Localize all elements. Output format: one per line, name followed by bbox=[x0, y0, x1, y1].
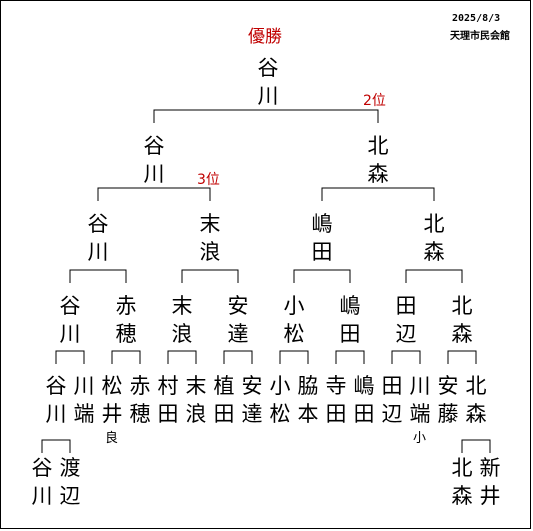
round1-player: 嶋田 bbox=[353, 374, 375, 426]
semifinal-player: 末浪 bbox=[199, 212, 221, 264]
qf-connector-1 bbox=[69, 269, 127, 283]
winner-label: 優勝 bbox=[248, 27, 282, 47]
round1-player: 北森 bbox=[465, 374, 487, 426]
round1-player: 川端 bbox=[73, 374, 95, 426]
preliminary-player: 渡辺 bbox=[59, 456, 81, 508]
round1-player: 村田 bbox=[157, 374, 179, 426]
preliminary-player: 北森 bbox=[451, 456, 473, 508]
r1-connector-1 bbox=[55, 350, 85, 364]
quarterfinal-player: 谷川 bbox=[59, 294, 81, 346]
semi-connector-left bbox=[97, 187, 211, 201]
quarterfinal-player: 安達 bbox=[227, 294, 249, 346]
quarterfinal-player: 嶋田 bbox=[339, 294, 361, 346]
round1-player: 安藤 bbox=[437, 374, 459, 426]
r1-connector-7 bbox=[391, 350, 421, 364]
r1-connector-5 bbox=[279, 350, 309, 364]
quarterfinal-player: 赤穂 bbox=[115, 294, 137, 346]
round1-note: 小 bbox=[413, 431, 427, 446]
final-player: 谷川 bbox=[143, 134, 165, 186]
third-place-label: 3位 bbox=[197, 172, 220, 188]
event-date: 2025/8/3 bbox=[452, 13, 501, 24]
quarterfinal-player: 北森 bbox=[451, 294, 473, 346]
r1-connector-4 bbox=[223, 350, 253, 364]
round1-player: 川端 bbox=[409, 374, 431, 426]
r1-connector-2 bbox=[111, 350, 141, 364]
round1-player: 脇本 bbox=[297, 374, 319, 426]
semifinal-player: 北森 bbox=[423, 212, 445, 264]
round1-player: 安達 bbox=[241, 374, 263, 426]
champion-name: 谷川 bbox=[257, 56, 279, 108]
r1-connector-3 bbox=[167, 350, 197, 364]
quarterfinal-player: 小松 bbox=[283, 294, 305, 346]
round1-player: 田辺 bbox=[381, 374, 403, 426]
round1-note: 良 bbox=[105, 431, 119, 446]
r1-connector-8 bbox=[447, 350, 477, 364]
semifinal-player: 谷川 bbox=[87, 212, 109, 264]
final-connector bbox=[153, 109, 379, 123]
preliminary-player: 谷川 bbox=[31, 456, 53, 508]
round1-player: 谷川 bbox=[45, 374, 67, 426]
round1-player: 末浪 bbox=[185, 374, 207, 426]
qf-connector-4 bbox=[405, 269, 463, 283]
round1-player: 赤穂 bbox=[129, 374, 151, 426]
semifinal-player: 嶋田 bbox=[311, 212, 333, 264]
event-venue: 天理市民会館 bbox=[450, 31, 510, 42]
round1-player: 寺田 bbox=[325, 374, 347, 426]
semi-connector-right bbox=[321, 187, 435, 201]
prelim-connector-right bbox=[461, 439, 491, 453]
qf-connector-3 bbox=[293, 269, 351, 283]
r1-connector-6 bbox=[335, 350, 365, 364]
second-place-label: 2位 bbox=[363, 93, 386, 109]
round1-player: 植田 bbox=[213, 374, 235, 426]
quarterfinal-player: 末浪 bbox=[171, 294, 193, 346]
final-player: 北森 bbox=[367, 134, 389, 186]
round1-player: 松井 bbox=[101, 374, 123, 426]
round1-player: 小松 bbox=[269, 374, 291, 426]
quarterfinal-player: 田辺 bbox=[395, 294, 417, 346]
preliminary-player: 新井 bbox=[479, 456, 501, 508]
qf-connector-2 bbox=[181, 269, 239, 283]
prelim-connector-left bbox=[41, 439, 71, 453]
